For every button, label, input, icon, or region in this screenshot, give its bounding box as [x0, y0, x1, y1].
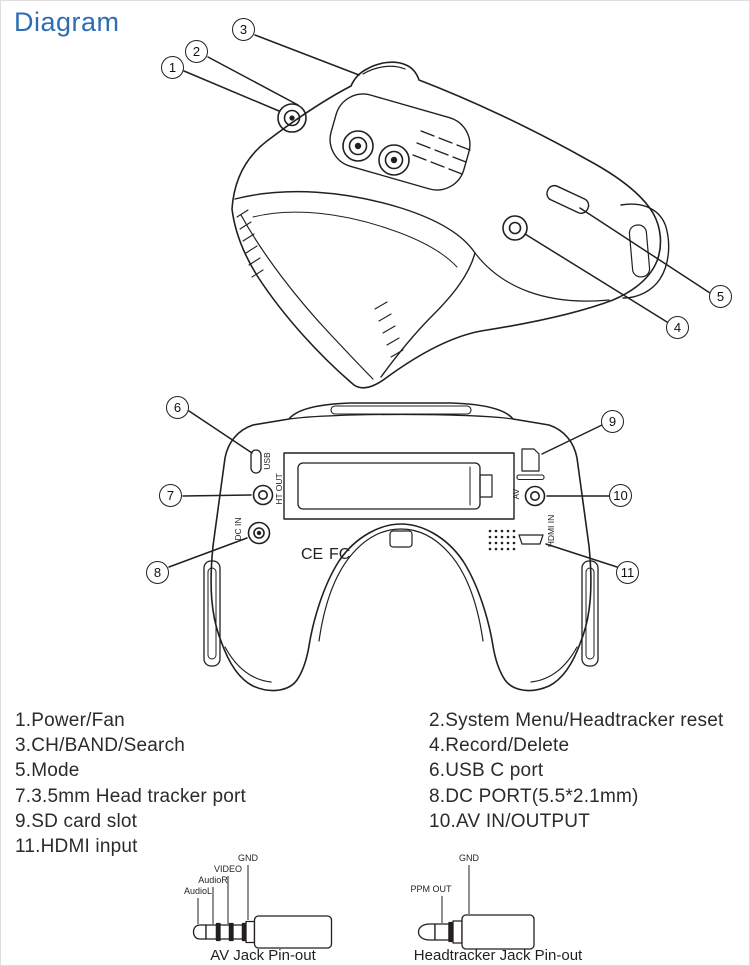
legend-item: 4.Record/Delete — [429, 735, 570, 757]
goggles-perspective-drawing — [231, 61, 670, 389]
headtracker-plug-drawing — [417, 914, 535, 950]
usb-port-drawing — [250, 449, 262, 474]
callout-9: 9 — [601, 410, 624, 433]
mode-button-drawing — [546, 184, 590, 214]
legend-item: 11.HDMI input — [15, 836, 138, 858]
usb-port-label: USB — [262, 452, 272, 470]
callout-7: 7 — [159, 484, 182, 507]
headtracker-jack-caption: Headtracker Jack Pin-out — [414, 947, 583, 964]
av-jack-plug-drawing — [192, 915, 333, 949]
callout-leader-lines — [168, 34, 711, 568]
legend-item: 2.System Menu/Headtracker reset — [429, 710, 724, 731]
headtracker-leader-lines — [441, 865, 470, 923]
record-button-drawing — [502, 215, 528, 241]
hdmi-port-label: HDMI IN — [546, 515, 556, 548]
callout-3: 3 — [232, 18, 255, 41]
callout-11: 11 — [616, 561, 639, 584]
ht-pin-label-gnd: GND — [459, 853, 480, 863]
goggles-back-drawing — [203, 402, 599, 692]
legend-right-column: 2.System Menu/Headtracker reset 4.Record… — [429, 708, 723, 834]
av-pin-label-audiol: AudioL — [184, 886, 212, 896]
legend-item: 9.SD card slot — [15, 810, 138, 832]
legend-item: 6.USB C port — [429, 760, 544, 782]
legend-item: 10.AV IN/OUTPUT — [429, 810, 591, 832]
legend-item: 5.Mode — [15, 760, 80, 782]
callout-5: 5 — [709, 285, 732, 308]
av-jack-leader-lines — [197, 865, 249, 924]
page-title: Diagram — [14, 7, 120, 37]
legend-item: 7.3.5mm Head tracker port — [15, 785, 246, 807]
ht-out-jack-drawing — [252, 484, 274, 506]
callout-8: 8 — [146, 561, 169, 584]
battery-bay-drawing — [283, 452, 515, 520]
callout-6: 6 — [166, 396, 189, 419]
speaker-holes — [488, 529, 516, 551]
av-port-label: AV — [511, 488, 521, 499]
legend-left-column: 1.Power/Fan 3.CH/BAND/Search 5.Mode 7.3.… — [15, 708, 246, 859]
ht-out-port-label: HT OUT — [274, 473, 284, 504]
power-button-drawing — [277, 103, 307, 133]
legend-item: 1.Power/Fan — [15, 710, 125, 731]
dc-in-port-label: DC IN — [233, 517, 243, 540]
av-pin-label-gnd: GND — [238, 853, 259, 863]
callout-10: 10 — [609, 484, 632, 507]
av-jack-caption: AV Jack Pin-out — [210, 947, 316, 964]
sd-slot-drawing — [516, 448, 545, 481]
fcc-mark: FC — [329, 546, 350, 563]
legend-item: 3.CH/BAND/Search — [15, 735, 186, 757]
ce-mark: CE — [301, 546, 323, 563]
strap-clip-drawing — [620, 203, 670, 299]
callout-1: 1 — [161, 56, 184, 79]
fan-vent-lines — [412, 130, 471, 175]
hdmi-port-drawing — [518, 534, 544, 545]
av-pin-label-audior: AudioR — [198, 875, 228, 885]
dc-in-jack-drawing — [247, 521, 271, 545]
av-jack-port-drawing — [524, 485, 546, 507]
callout-4: 4 — [666, 316, 689, 339]
legend-item: 8.DC PORT(5.5*2.1mm) — [429, 785, 639, 807]
av-pin-label-video: VIDEO — [214, 864, 242, 874]
callout-2: 2 — [185, 40, 208, 63]
front-vent-hatching — [374, 301, 404, 358]
left-vent-hatching — [236, 209, 264, 278]
ht-pin-label-ppm: PPM OUT — [410, 884, 452, 894]
